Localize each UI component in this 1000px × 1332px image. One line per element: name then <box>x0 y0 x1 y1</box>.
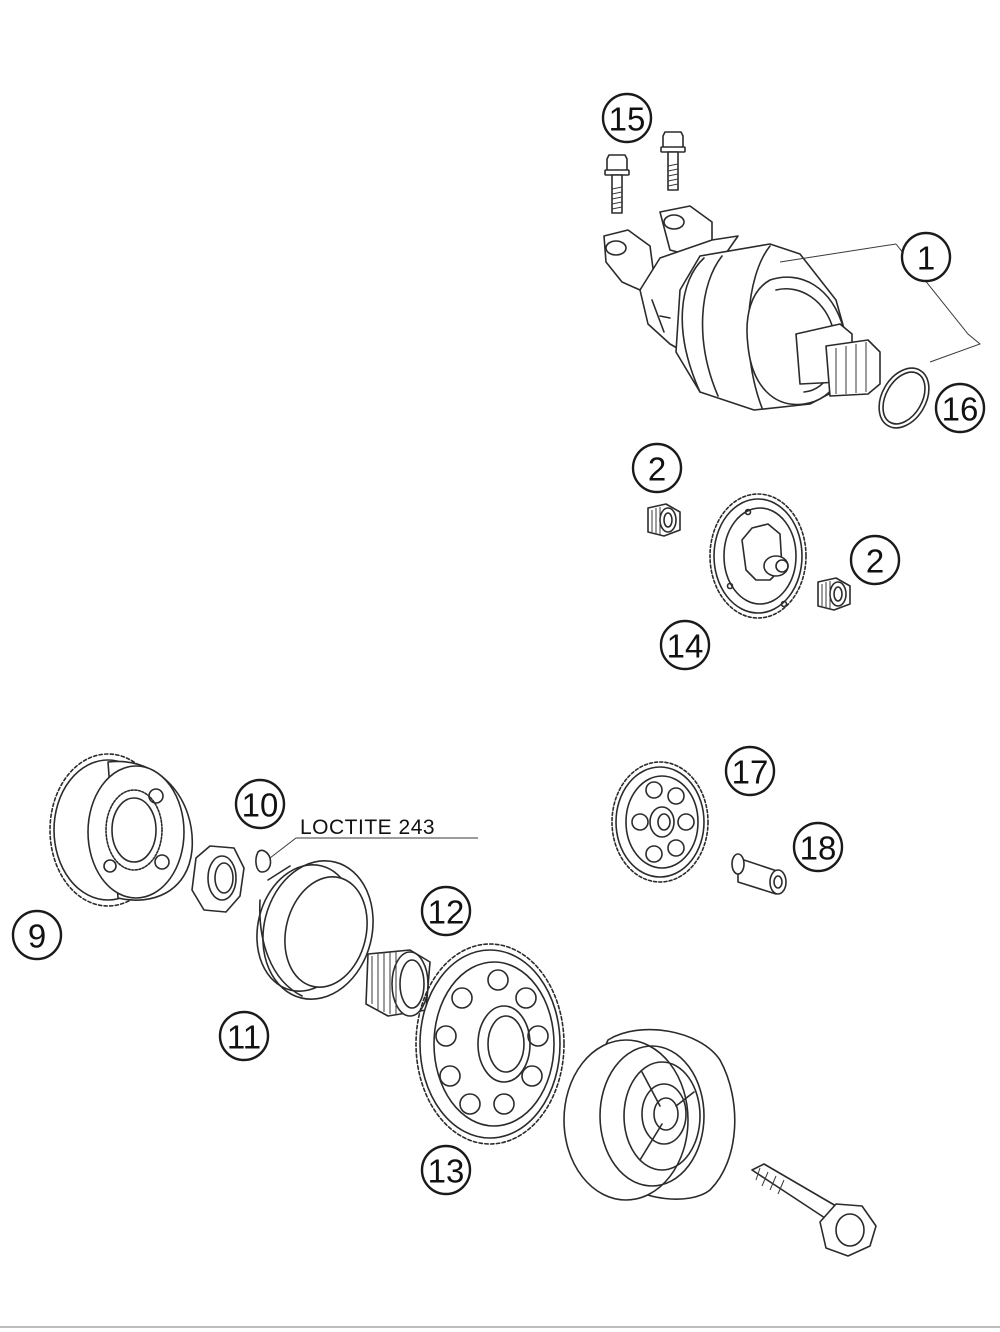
callout-18: 18 <box>792 821 844 873</box>
callout-13: 13 <box>420 1144 472 1196</box>
svg-text:16: 16 <box>942 391 979 428</box>
svg-text:2: 2 <box>648 451 666 488</box>
part-1-starter-motor <box>603 205 981 411</box>
part-2-needle-bearing-left <box>647 503 681 537</box>
part-2-needle-bearing-right <box>817 577 851 611</box>
part-17-small-gear <box>611 761 709 883</box>
part-13-starter-gear <box>415 943 565 1145</box>
part-12-needle-bearing <box>365 949 431 1017</box>
part-18-bushing <box>731 853 787 895</box>
callout-17: 17 <box>724 745 776 797</box>
part-11-freewheel-ring <box>256 860 374 1000</box>
callout-12: 12 <box>420 885 472 937</box>
loctite-note: LOCTITE 243 <box>300 816 435 839</box>
part-16-o-ring <box>878 367 930 429</box>
bottom-rule <box>0 1326 1000 1328</box>
part-15-screws <box>604 131 686 214</box>
callout-10: 10 <box>234 778 286 830</box>
svg-text:17: 17 <box>732 754 769 791</box>
part-14-intermediate-gear <box>709 493 807 619</box>
nut <box>191 845 245 913</box>
svg-text:13: 13 <box>428 1153 465 1190</box>
callout-2-right: 2 <box>849 534 901 586</box>
svg-text:18: 18 <box>800 830 837 867</box>
callout-15: 15 <box>601 92 653 144</box>
svg-text:9: 9 <box>28 918 46 955</box>
callout-9: 9 <box>11 909 63 961</box>
callout-2-left: 2 <box>631 442 683 494</box>
svg-text:1: 1 <box>917 240 935 277</box>
svg-text:10: 10 <box>242 787 279 824</box>
svg-text:2: 2 <box>866 543 884 580</box>
callout-16: 16 <box>934 382 986 434</box>
part-9-freewheel-gear <box>49 753 194 907</box>
flywheel-bolt <box>751 1163 877 1257</box>
flywheel <box>563 1028 736 1201</box>
svg-text:11: 11 <box>227 1019 261 1056</box>
svg-text:15: 15 <box>609 101 646 138</box>
callout-1: 1 <box>900 231 952 283</box>
svg-text:14: 14 <box>667 628 704 665</box>
part-10-lock-washer <box>255 837 478 873</box>
callout-11: 11 <box>218 1010 270 1062</box>
svg-text:12: 12 <box>428 894 465 931</box>
callout-14: 14 <box>659 619 711 671</box>
